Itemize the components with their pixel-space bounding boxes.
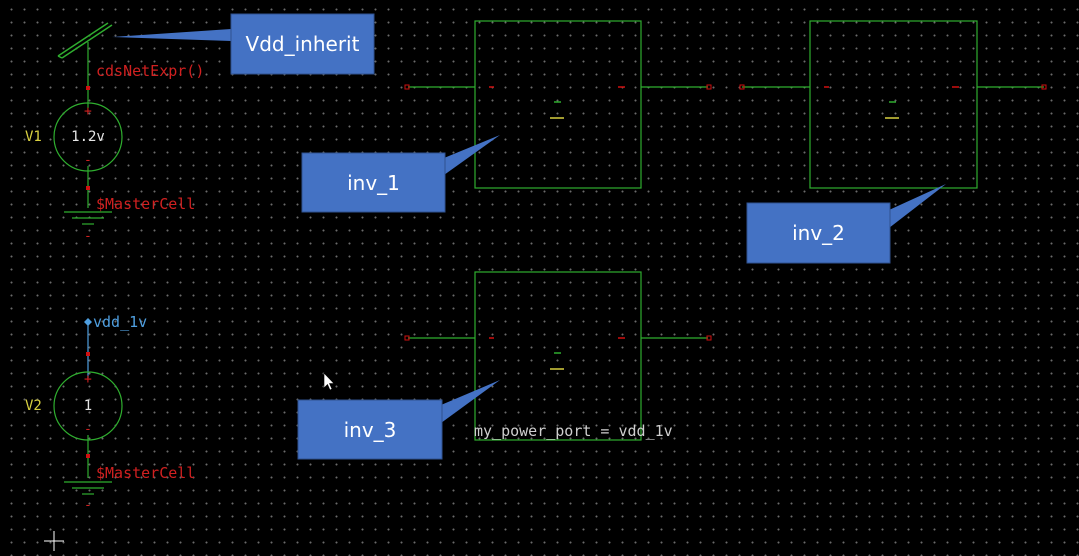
v1-plus-sign: +: [84, 104, 92, 119]
callout-inv-2-box: [746, 202, 891, 264]
vdd-pin-diamond-icon[interactable]: [84, 318, 92, 326]
v1-ground-minus: -: [84, 229, 92, 244]
inv-1-out-pin[interactable]: [706, 84, 712, 90]
callout-vdd-inherit-box: [230, 13, 375, 75]
v1-top-pin[interactable]: [86, 86, 90, 90]
v1-bottom-pin[interactable]: [86, 186, 90, 190]
v2-top-pin[interactable]: [86, 352, 90, 356]
v1-instance-name: V1: [25, 129, 42, 145]
callout-inv-3: [297, 380, 500, 460]
arrow-cursor-icon: [323, 372, 335, 391]
inv-3-in-pin[interactable]: [404, 335, 410, 341]
inherit-connection-bar-2: [57, 22, 109, 57]
inv-2-out-pin[interactable]: [1041, 84, 1047, 90]
v1-bottom-net-label: $MasterCell: [96, 195, 196, 213]
v1-minus-sign: -: [84, 153, 92, 168]
callout-inv-1-label: inv_1: [347, 170, 400, 195]
callout-vdd-inherit: [112, 13, 375, 75]
v2-bottom-pin[interactable]: [86, 454, 90, 458]
v2-ground-minus: -: [84, 498, 92, 513]
inv-1-box[interactable]: [474, 20, 642, 189]
inv-1-instance[interactable]: [404, 20, 712, 189]
callout-inv-3-label: inv_3: [343, 417, 397, 442]
callout-inv-3-box: [297, 399, 443, 460]
inv-2-box[interactable]: [809, 20, 978, 189]
callout-inv-1-pointer: [444, 135, 500, 175]
crosshair-cursor-icon: [44, 531, 64, 551]
v1-source-symbol[interactable]: [53, 22, 123, 225]
callout-inv-2: [746, 184, 946, 264]
inv-2-instance[interactable]: [739, 20, 1047, 189]
callout-inv-2-label: inv_2: [792, 221, 845, 245]
vdd-pin-label: vdd_1v: [93, 313, 148, 331]
callout-inv-2-pointer: [889, 184, 946, 228]
inherit-connection-bar: [61, 24, 113, 59]
v2-bottom-net-label: $MasterCell: [96, 464, 196, 482]
v2-minus-sign: -: [84, 422, 92, 437]
inv-3-box[interactable]: [474, 271, 642, 441]
inv-1-in-pin[interactable]: [404, 84, 410, 90]
callout-inv-1-box: [301, 152, 446, 213]
inv-3-out-pin[interactable]: [706, 335, 712, 341]
v2-instance-name: V2: [25, 398, 42, 414]
callout-inv-3-pointer: [441, 380, 500, 423]
inv-2-in-pin[interactable]: [739, 84, 745, 90]
v2-plus-sign: +: [84, 372, 92, 387]
callout-vdd-inherit-pointer: [112, 29, 231, 41]
v2-source-symbol[interactable]: [53, 318, 123, 495]
inv-3-instance[interactable]: [404, 271, 712, 441]
v1-source-value: 1.2v: [71, 129, 105, 145]
power-port-property: my_power_port = vdd_1v: [474, 422, 673, 440]
v1-top-net-label: cdsNetExpr(): [96, 62, 205, 80]
v2-source-value: 1: [83, 398, 93, 414]
callout-vdd-inherit-label: Vdd_inherit: [245, 32, 360, 56]
inherit-connection-cap: [57, 55, 63, 59]
callout-inv-1: [301, 135, 500, 213]
